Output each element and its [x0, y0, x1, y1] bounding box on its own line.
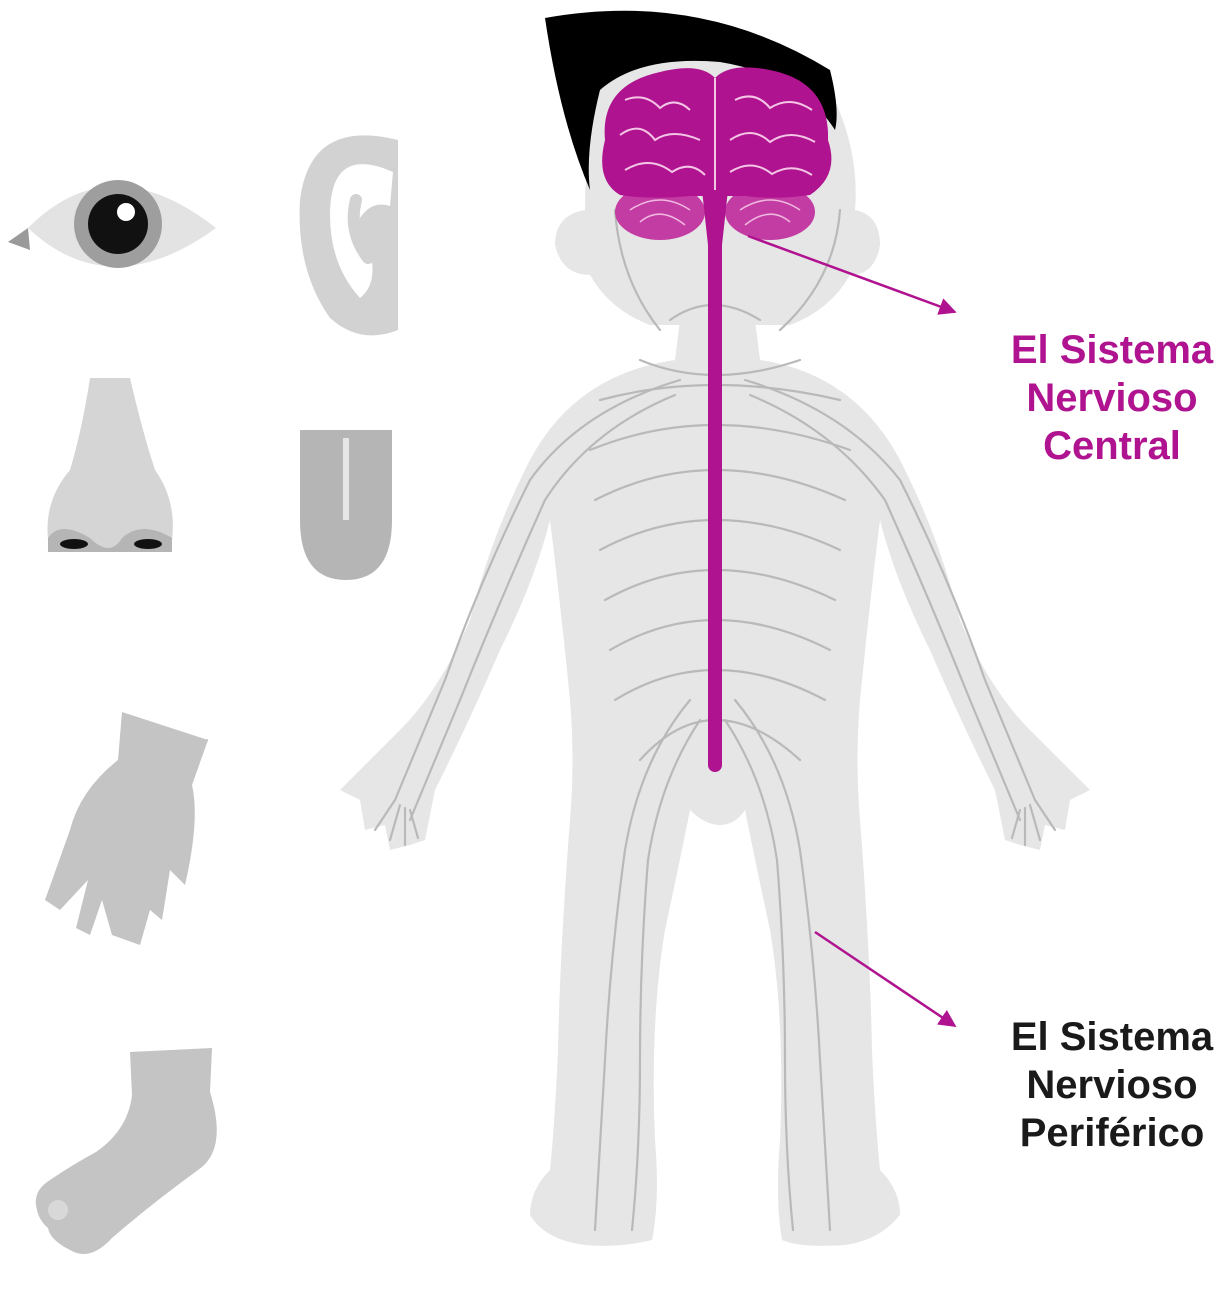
hand-icon — [45, 712, 208, 945]
eye-icon — [8, 180, 216, 268]
peripheral-label-line-1: El Sistema — [990, 1013, 1231, 1061]
peripheral-nervous-system-label: El Sistema Nervioso Periférico — [990, 1013, 1231, 1157]
foot-icon — [36, 1048, 217, 1254]
nose-icon — [48, 378, 173, 552]
central-label-line-3: Central — [990, 422, 1231, 470]
ear-icon — [300, 135, 398, 335]
tongue-icon — [300, 430, 392, 580]
central-label-line-1: El Sistema — [990, 326, 1231, 374]
brain — [602, 67, 831, 197]
central-nervous-system-label: El Sistema Nervioso Central — [990, 326, 1231, 470]
central-label-line-2: Nervioso — [990, 374, 1231, 422]
peripheral-label-line-2: Nervioso — [990, 1061, 1231, 1109]
peripheral-label-line-3: Periférico — [990, 1109, 1231, 1157]
